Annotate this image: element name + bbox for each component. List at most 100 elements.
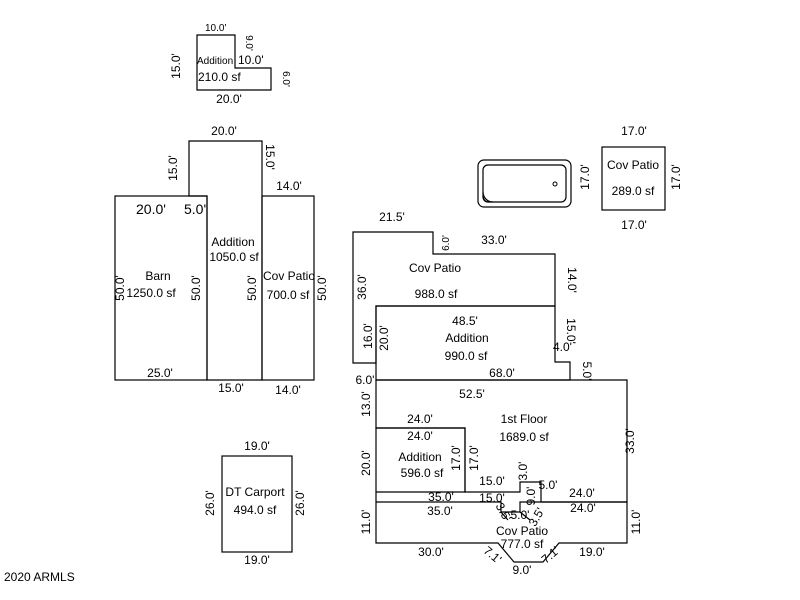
dt-carport-dim-right: 26.0' bbox=[293, 490, 307, 516]
copyright-footer: 2020 ARMLS bbox=[4, 570, 75, 584]
addition-mid-name: Addition bbox=[445, 331, 488, 345]
cov-patio-bottom-dim-right: 11.0' bbox=[629, 510, 643, 535]
pool-drain-icon bbox=[552, 181, 558, 187]
first-floor: 52.5' 13.0' 24.0' 1st Floor 1689.0 sf 33… bbox=[359, 379, 637, 503]
cov-patio-pool-outline bbox=[601, 146, 666, 211]
pool: 17.0' bbox=[477, 159, 592, 208]
addition-tall-area: 1050.0 sf bbox=[209, 250, 259, 264]
first-floor-dim-right: 33.0' bbox=[623, 428, 637, 454]
cov-patio-pool-name: Cov Patio bbox=[607, 158, 659, 172]
cov-patio-left: 14.0' Cov Patio 700.0 sf 50.0' 14.0' bbox=[261, 179, 329, 397]
barn-dim-bottom: 25.0' bbox=[147, 366, 173, 380]
addition-low: 24.0' Addition 596.0 sf 20.0' 17.0' 17.0… bbox=[359, 427, 505, 505]
dt-carport-dim-bottom: 19.0' bbox=[244, 553, 270, 567]
barn: 20.0' 5.0' Barn 1250.0 sf 50.0' 50.0' 25… bbox=[113, 195, 208, 381]
top-addition-dim-top: 10.0' bbox=[205, 23, 226, 34]
barn-dim-left: 50.0' bbox=[113, 275, 127, 301]
cov-patio-main-dim-top-left: 21.5' bbox=[379, 210, 405, 224]
cov-patio-bottom-dim-nook: 9.0' bbox=[524, 487, 538, 506]
addition-low-outline bbox=[375, 427, 466, 493]
top-addition-dim-right: 6.0' bbox=[280, 71, 291, 87]
addition-tall-name: Addition bbox=[211, 235, 254, 249]
cov-patio-pool-dim-top: 17.0' bbox=[621, 124, 647, 138]
addition-tall-dim-top: 20.0' bbox=[211, 124, 237, 138]
addition-mid-dim-right: 15.0' bbox=[564, 318, 578, 344]
cov-patio-bottom-nook-right bbox=[519, 511, 531, 521]
addition-mid-dim-left: 20.0' bbox=[377, 325, 391, 351]
cov-patio-left-dim-bottom: 14.0' bbox=[275, 383, 301, 397]
first-floor-dim-right-lower: 24.0' bbox=[569, 486, 595, 500]
first-floor-name: 1st Floor bbox=[501, 412, 548, 426]
top-addition-outline bbox=[196, 34, 272, 91]
top-addition-dim-bottom: 20.0' bbox=[216, 92, 242, 106]
cov-patio-bottom-dim-left: 11.0' bbox=[359, 510, 373, 535]
cov-patio-main: 21.5' 6.0' 33.0' Cov Patio 988.0 sf 36.0… bbox=[352, 210, 579, 364]
cov-patio-left-name: Cov Patio bbox=[263, 269, 315, 283]
dt-carport-outline bbox=[221, 455, 293, 553]
top-addition-dim-notch-v: 9.0' bbox=[243, 35, 254, 51]
addition-mid-area: 990.0 sf bbox=[445, 349, 488, 363]
cov-patio-bottom-dim-bottom-mid: 9.0' bbox=[513, 563, 532, 577]
pool-steps bbox=[482, 191, 494, 203]
dt-carport-name: DT Carport bbox=[225, 485, 285, 499]
barn-name: Barn bbox=[145, 269, 170, 283]
addition-mid-dim-top: 48.5' bbox=[452, 314, 478, 328]
addition-low-dim-right-b: 17.0' bbox=[467, 445, 481, 471]
cov-patio-bottom-dim-top-right: 24.0' bbox=[570, 501, 596, 515]
addition-low-dim-left: 20.0' bbox=[359, 450, 373, 476]
dt-carport-dim-left: 26.0' bbox=[203, 490, 217, 516]
cov-patio-main-dim-lower-left: 16.0' bbox=[361, 323, 375, 349]
cov-patio-pool: 17.0' Cov Patio 289.0 sf 17.0' 17.0' bbox=[601, 124, 683, 232]
cov-patio-pool-area: 289.0 sf bbox=[612, 184, 655, 198]
addition-mid-dim-step-down: 5.0' bbox=[580, 362, 594, 381]
dt-carport: 19.0' DT Carport 494.0 sf 26.0' 26.0' 19… bbox=[203, 439, 307, 567]
cov-patio-main-dim-top-right: 33.0' bbox=[481, 233, 507, 247]
addition-low-dim-top: 24.0' bbox=[407, 429, 433, 443]
barn-dim-right: 50.0' bbox=[189, 275, 203, 301]
cov-patio-pool-dim-right: 17.0' bbox=[669, 164, 683, 190]
top-addition-dim-left: 15.0' bbox=[169, 53, 183, 79]
addition-low-dim-bottom-left: 35.0' bbox=[428, 490, 454, 504]
pool-dim-side: 17.0' bbox=[578, 164, 592, 190]
addition-mid-dim-bottom: 68.0' bbox=[489, 366, 515, 380]
addition-low-name: Addition bbox=[398, 450, 441, 464]
cov-patio-main-dim-left: 36.0' bbox=[355, 274, 369, 300]
cov-patio-main-name: Cov Patio bbox=[409, 261, 461, 275]
addition-tall-dim-right: 15.0' bbox=[263, 144, 277, 170]
first-floor-dim-top: 52.5' bbox=[459, 387, 485, 401]
pool-inner bbox=[482, 164, 567, 203]
first-floor-dim-left: 13.0' bbox=[359, 391, 373, 417]
top-addition: 10.0' 15.0' 9.0' Addition 10.0' 210.0 sf… bbox=[169, 23, 291, 106]
addition-tall-outline bbox=[188, 140, 263, 381]
cov-patio-bottom-dim-top-left: 35.0' bbox=[427, 504, 453, 518]
cov-patio-main-dim-notch: 6.0' bbox=[441, 235, 452, 251]
barn-dim-top: 20.0' bbox=[136, 201, 166, 217]
addition-tall-dim-bottom: 15.0' bbox=[218, 381, 244, 395]
addition-tall-dim-left: 15.0' bbox=[166, 155, 180, 181]
top-addition-area: 210.0 sf bbox=[198, 70, 241, 84]
first-floor-area: 1689.0 sf bbox=[499, 430, 549, 444]
cov-patio-bottom-dim-bottom-left: 30.0' bbox=[418, 545, 444, 559]
first-floor-dim-nook-w: 5.0' bbox=[539, 478, 558, 492]
addition-low-area: 596.0 sf bbox=[401, 466, 444, 480]
top-addition-name: Addition bbox=[197, 56, 233, 67]
cov-patio-left-dim-right: 50.0' bbox=[315, 275, 329, 301]
cov-patio-pool-dim-bottom: 17.0' bbox=[621, 218, 647, 232]
dt-carport-dim-top: 19.0' bbox=[244, 439, 270, 453]
addition-low-dim-right-a: 17.0' bbox=[449, 445, 463, 471]
cov-patio-main-area: 988.0 sf bbox=[415, 287, 458, 301]
pool-steps-inner bbox=[482, 195, 490, 203]
pool-outline bbox=[477, 159, 572, 208]
addition-tall-dim-side: 50.0' bbox=[245, 275, 259, 301]
barn-dim-top-right: 5.0' bbox=[184, 201, 206, 217]
cov-patio-main-dim-right: 14.0' bbox=[565, 267, 579, 293]
cov-patio-left-outline bbox=[261, 195, 315, 381]
cov-patio-bottom-nook-left bbox=[500, 511, 509, 521]
addition-mid-dim-offset: 6.0' bbox=[356, 373, 375, 387]
cov-patio-bottom-area: 777.0 sf bbox=[501, 537, 544, 551]
cov-patio-bottom-dim-bottom-right: 19.0' bbox=[579, 545, 605, 559]
addition-mid-dim-step: 4.0' bbox=[553, 340, 572, 354]
dt-carport-area: 494.0 sf bbox=[234, 503, 277, 517]
barn-area: 1250.0 sf bbox=[126, 286, 176, 300]
